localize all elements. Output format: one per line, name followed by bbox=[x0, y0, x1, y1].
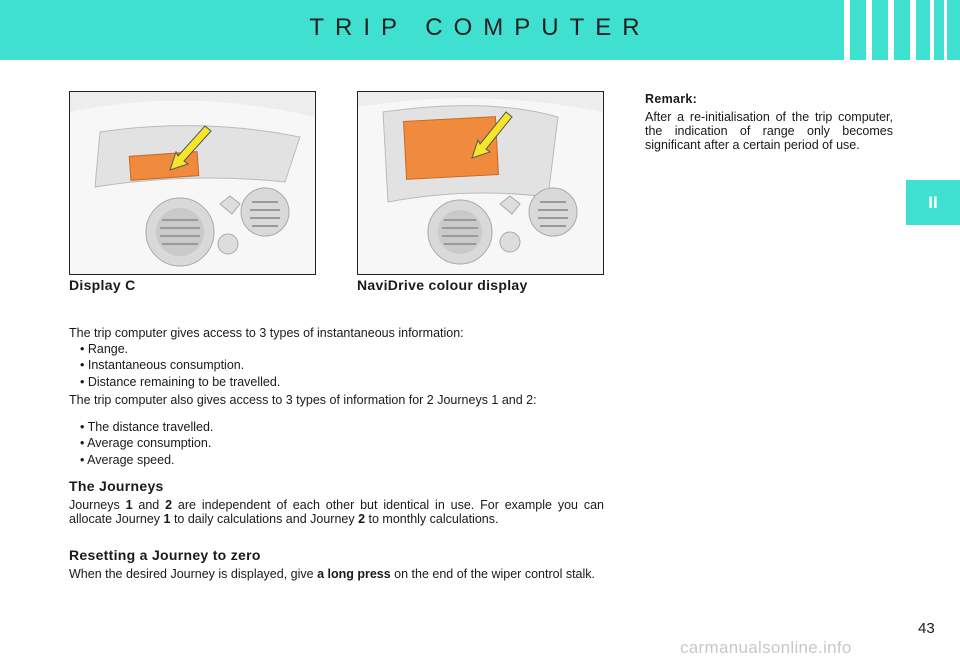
list-item: • Distance remaining to be travelled. bbox=[80, 375, 281, 389]
list-item: • Range. bbox=[80, 342, 129, 356]
journeys-paragraph: Journeys 1 and 2 are independent of each… bbox=[69, 498, 604, 526]
header-stripe bbox=[866, 0, 872, 60]
list-item: • Average consumption. bbox=[80, 436, 212, 450]
page-header: TRIP COMPUTER bbox=[0, 0, 960, 60]
list-item: • Instantaneous consumption. bbox=[80, 358, 245, 372]
header-stripe bbox=[888, 0, 894, 60]
navidrive-caption: NaviDrive colour display bbox=[357, 277, 528, 293]
header-stripe bbox=[844, 0, 850, 60]
header-stripe bbox=[910, 0, 916, 60]
display-c-caption: Display C bbox=[69, 277, 136, 293]
section-tab: II bbox=[906, 180, 960, 225]
journeys-intro-text: The trip computer also gives access to 3… bbox=[69, 393, 537, 407]
display-c-photo bbox=[69, 91, 316, 275]
list-item: • The distance travelled. bbox=[80, 420, 214, 434]
watermark: carmanualsonline.info bbox=[680, 638, 852, 657]
intro-text: The trip computer gives access to 3 type… bbox=[69, 326, 464, 340]
reset-heading: Resetting a Journey to zero bbox=[69, 547, 261, 563]
page-title: TRIP COMPUTER bbox=[309, 14, 651, 41]
journeys-heading: The Journeys bbox=[69, 478, 164, 494]
remark-title: Remark: bbox=[645, 92, 698, 106]
navidrive-display-photo bbox=[357, 91, 604, 275]
reset-paragraph: When the desired Journey is displayed, g… bbox=[69, 567, 595, 581]
header-stripe bbox=[944, 0, 947, 60]
remark-text: After a re-initialisation of the trip co… bbox=[645, 110, 893, 152]
header-stripe bbox=[930, 0, 934, 60]
list-item: • Average speed. bbox=[80, 453, 175, 467]
page-number: 43 bbox=[918, 620, 935, 637]
